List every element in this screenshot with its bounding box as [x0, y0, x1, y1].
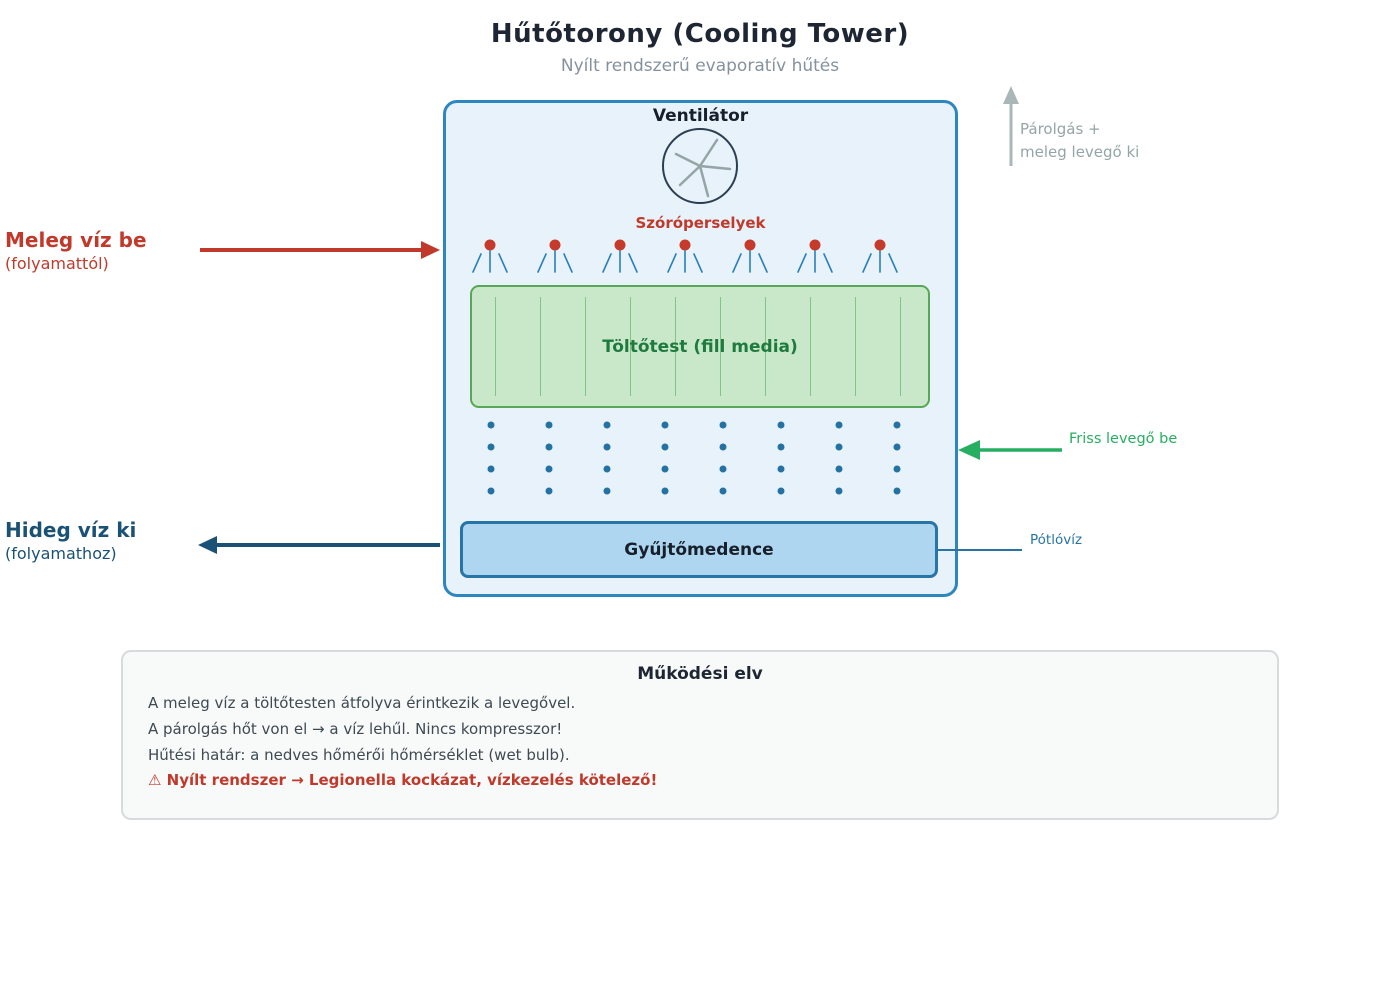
cold-water-arrow-icon: [198, 536, 440, 554]
makeup-water-label: Pótlóvíz: [1030, 532, 1083, 548]
spray-nozzles-icon: [472, 238, 898, 273]
cold-water-out-sublabel: (folyamathoz): [5, 544, 117, 563]
water-droplets-icon: [487, 421, 901, 495]
principle-line-3: Hűtési határ: a nedves hőmérői hőmérsékl…: [148, 746, 570, 764]
hot-water-in-sublabel: (folyamattól): [5, 254, 109, 273]
hot-water-arrow-icon: [200, 241, 440, 259]
collection-basin: Gyűjtőmedence: [460, 521, 938, 578]
fresh-air-label: Friss levegő be: [1069, 431, 1178, 447]
principle-title: Működési elv: [637, 664, 763, 684]
hot-water-in-label: Meleg víz be: [5, 228, 147, 252]
fill-media-label: Töltőtest (fill media): [602, 336, 798, 357]
fill-media-box: Töltőtest (fill media): [470, 285, 930, 408]
fan-icon: [662, 128, 738, 204]
fan-label: Ventilátor: [652, 106, 749, 126]
evaporation-label-line2: meleg levegő ki: [1020, 143, 1140, 161]
makeup-water-line: [938, 549, 1022, 551]
principle-box: Működési elv A meleg víz a töltőtesten á…: [121, 650, 1279, 820]
principle-line-1: A meleg víz a töltőtesten átfolyva érint…: [148, 694, 576, 712]
page-title: Hűtőtorony (Cooling Tower): [490, 19, 910, 49]
page-subtitle: Nyílt rendszerű evaporatív hűtés: [560, 56, 840, 76]
evaporation-arrow-icon: [1003, 86, 1019, 166]
fresh-air-arrow-icon: [958, 440, 1062, 460]
evaporation-label-line1: Párolgás +: [1020, 120, 1101, 138]
cold-water-out-label: Hideg víz ki: [5, 518, 137, 542]
fill-media-lines: [495, 297, 902, 396]
principle-line-2: A párolgás hőt von el → a víz lehűl. Nin…: [148, 720, 563, 738]
principle-warning: ⚠ Nyílt rendszer → Legionella kockázat, …: [148, 771, 658, 789]
spray-nozzles-label: Szóróperselyek: [635, 214, 766, 232]
